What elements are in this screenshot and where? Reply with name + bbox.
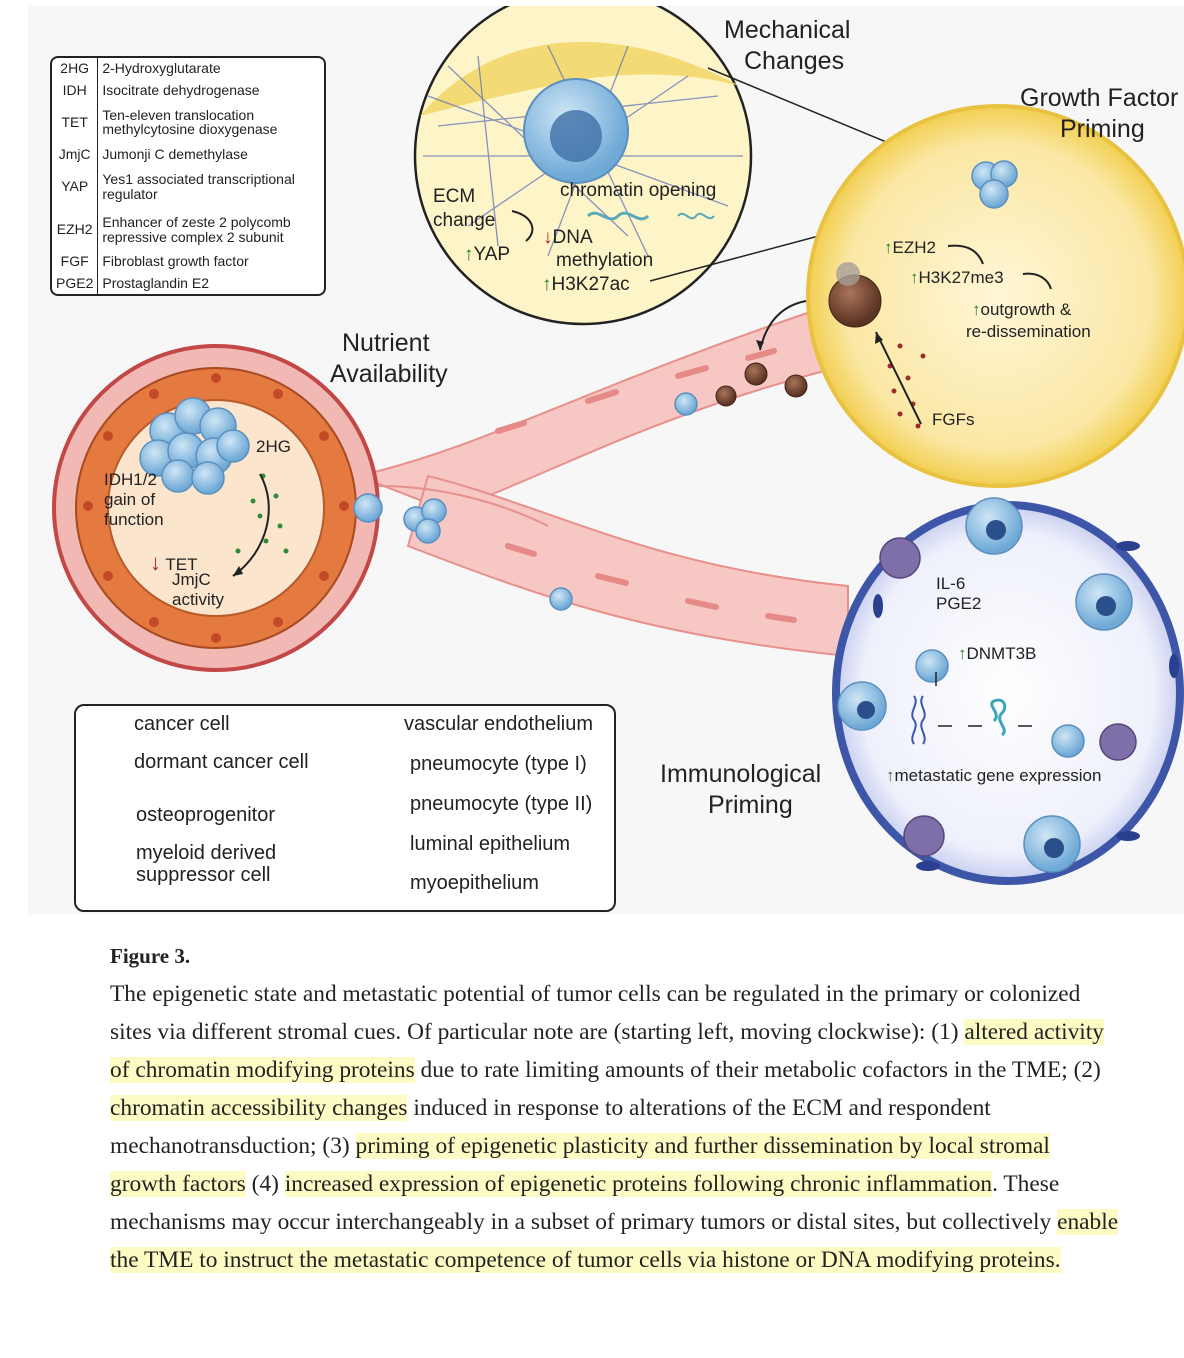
cell-legend <box>74 704 616 912</box>
legend-mdsc: myeloid derived suppressor cell <box>136 842 277 886</box>
figure-caption: Figure 3. The epigenetic state and metas… <box>110 944 1120 1279</box>
highlight-2: chromatin accessibility changes <box>110 1095 408 1121</box>
abbr-value: Yes1 associated transcriptional regulato… <box>102 171 295 202</box>
blood-vessels <box>354 304 849 658</box>
activity-label: activity <box>172 590 224 609</box>
up-arrow-icon: ↑ <box>886 766 895 785</box>
abbr-value: Fibroblast growth factor <box>102 253 249 270</box>
ecm-label-2: change <box>433 210 496 231</box>
abbr-key: FGF <box>52 251 99 273</box>
growth-factor-niche <box>756 104 1184 488</box>
ecm-label-1: ECM <box>433 186 476 207</box>
nutrient-title-1: Nutrient <box>342 329 430 357</box>
tet-label: ↓ TET <box>150 550 198 575</box>
abbr-value: Enhancer of zeste 2 polycomb repressive … <box>102 213 291 245</box>
abbr-value: Prostaglandin E2 <box>102 274 209 291</box>
mechanical-title-2: Changes <box>744 47 845 75</box>
idh-label-1: IDH1/2 <box>104 470 157 489</box>
pge2-label: PGE2 <box>936 594 982 613</box>
legend-vascular: vascular endothelium <box>404 713 593 735</box>
abbr-key: IDH <box>52 79 99 101</box>
caption-title: Figure 3. <box>110 944 191 968</box>
primary-duct <box>52 344 383 672</box>
abbr-value: 2-Hydroxyglutarate <box>102 60 221 77</box>
h3k27ac-label: ↑H3K27ac <box>542 274 630 295</box>
abbr-value: Jumonji C demethylase <box>102 146 248 163</box>
down-arrow-icon: ↓ <box>543 227 553 248</box>
abbr-key: PGE2 <box>52 272 99 294</box>
up-arrow-icon: ↑ <box>464 244 474 265</box>
dnmt3b-label: ↑DNMT3B <box>958 644 1037 663</box>
down-arrow-icon: ↓ <box>150 550 161 575</box>
chromatin-label: chromatin opening <box>560 180 717 201</box>
methylation-label: methylation <box>556 250 654 271</box>
nutrient-title-2: Availability <box>330 360 448 388</box>
idh-label-2: gain of <box>104 490 156 509</box>
growth-title-1: Growth Factor <box>1020 84 1179 112</box>
figure-illustration <box>52 6 1184 901</box>
immunological-niche <box>832 497 1184 885</box>
growth-title-2: Priming <box>1060 115 1145 143</box>
outgrowth-label-2: re-dissemination <box>966 322 1091 341</box>
legend-osteoprogenitor: osteoprogenitor <box>136 804 275 826</box>
abbr-value: Ten-eleven translocation methylcytosine … <box>102 106 278 138</box>
legend-luminal: luminal epithelium <box>410 833 571 855</box>
immuno-title-1: Immunological <box>660 760 822 788</box>
abbr-value: Isocitrate dehydrogenase <box>102 81 260 98</box>
circulating-cells <box>403 362 808 611</box>
outgrowth-label-1: ↑outgrowth & <box>972 300 1072 319</box>
abbr-key: TET <box>52 100 99 144</box>
yap-label: ↑YAP <box>464 244 511 265</box>
up-arrow-icon: ↑ <box>910 268 919 287</box>
metastatic-label: ↑metastatic gene expression <box>886 766 1102 785</box>
up-arrow-icon: ↑ <box>884 238 893 257</box>
legend-myoepithelium: myoepithelium <box>410 872 539 894</box>
legend-pneumocyte-1: pneumocyte (type I) <box>410 753 587 775</box>
abbr-key: 2HG <box>52 58 99 80</box>
mechanical-title-1: Mechanical <box>724 16 851 44</box>
ezh2-label: ↑EZH2 <box>884 238 936 257</box>
legend-pneumocyte-2: pneumocyte (type II) <box>410 793 593 815</box>
highlight-4: increased expression of epigenetic prote… <box>284 1171 993 1197</box>
caption-body: The epigenetic state and metastatic pote… <box>110 981 1119 1273</box>
abbr-key: JmjC <box>52 143 99 166</box>
dna-label: ↓DNA <box>543 227 593 248</box>
legend-cancer-cell: cancer cell <box>134 713 230 735</box>
jmjc-label: JmjC <box>172 570 211 589</box>
abbr-key: EZH2 <box>52 208 99 252</box>
2hg-label: 2HG <box>256 437 291 456</box>
il6-label: IL-6 <box>936 574 966 593</box>
idh-label-3: function <box>104 510 164 529</box>
abbr-key: YAP <box>52 165 99 209</box>
h3k27me3-label: ↑H3K27me3 <box>910 268 1004 287</box>
fgfs-label: FGFs <box>932 410 975 429</box>
up-arrow-icon: ↑ <box>972 300 981 319</box>
up-arrow-icon: ↑ <box>958 644 967 663</box>
legend-dormant-cell: dormant cancer cell <box>134 751 309 773</box>
mechanical-niche <box>413 6 753 326</box>
immuno-title-2: Priming <box>708 791 793 819</box>
up-arrow-icon: ↑ <box>542 274 552 295</box>
